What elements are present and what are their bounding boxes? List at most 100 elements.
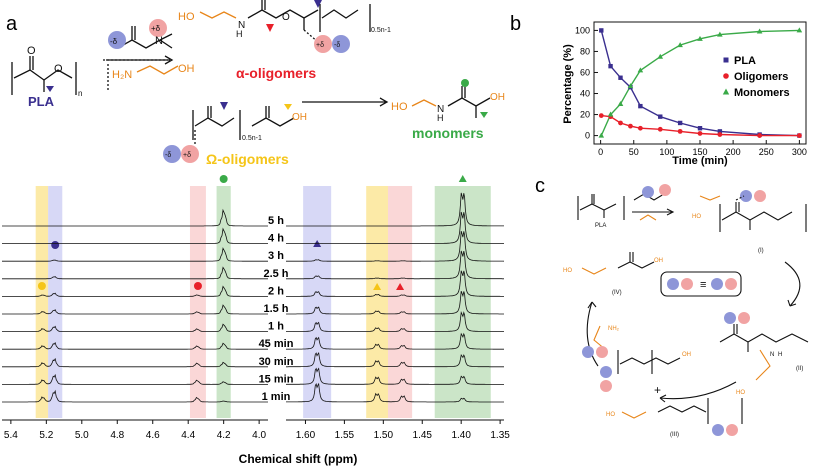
reagent-structure xyxy=(103,19,179,90)
nmr-peak-marker xyxy=(373,283,382,290)
nmr-trace-left xyxy=(2,341,268,350)
kinetics-point-monomers xyxy=(717,31,723,37)
nmr-tick-label: 4.6 xyxy=(146,430,160,441)
c-label-I: (I) xyxy=(758,248,764,254)
alpha-pos-label: +δ xyxy=(316,42,324,49)
reagent-n-label: N xyxy=(155,35,163,47)
nmr-tick-label: 1.60 xyxy=(296,430,316,441)
nmr-time-label: 15 min xyxy=(259,373,294,385)
nmr-peak-marker xyxy=(51,241,60,249)
nmr-tick-label: 4.2 xyxy=(217,430,231,441)
kinetics-ytick-label: 100 xyxy=(575,25,590,35)
kinetics-point-oligomers xyxy=(618,120,623,126)
nmr-trace-right xyxy=(286,351,504,368)
kinetics-point-oligomers xyxy=(598,113,604,119)
c-arrow-I-II xyxy=(784,261,801,307)
nmr-peak-markers xyxy=(37,175,467,290)
nmr-peak-marker xyxy=(458,175,467,182)
kinetics-xtick-label: 0 xyxy=(598,147,603,157)
c-intermediate-II xyxy=(719,312,809,381)
pla-carbonyl-o: O xyxy=(27,45,36,57)
omega-oligomer-structure xyxy=(163,102,295,163)
legend-marker-oligomers xyxy=(723,73,729,79)
kinetics-point-monomers xyxy=(796,27,803,33)
c-intermediate-III xyxy=(600,350,743,436)
legend-marker-pla xyxy=(723,57,729,63)
kinetics-fit-pla xyxy=(600,30,800,137)
kinetics-point-pla xyxy=(599,28,604,33)
c-pla-label: PLA xyxy=(595,223,606,229)
nmr-trace-left xyxy=(2,227,268,244)
nmr-highlight-band xyxy=(189,186,206,418)
nmr-tick-label: 4.8 xyxy=(110,430,124,441)
c-equivalence-box xyxy=(660,271,742,297)
nmr-trace-right xyxy=(286,230,505,262)
nmr-xlabel: Chemical shift (ppm) xyxy=(239,452,358,466)
c-reagent-pos-ion xyxy=(659,184,671,196)
nmr-trace-left xyxy=(2,208,268,227)
alpha-n-label: N xyxy=(238,20,245,31)
kinetics-point-pla xyxy=(717,129,723,134)
c-reagent xyxy=(632,184,675,221)
kinetics-point-monomers xyxy=(607,111,614,117)
kinetics-point-monomers xyxy=(657,53,664,59)
alpha-h-label: H xyxy=(236,29,243,39)
c-equiv-symbol: ≡ xyxy=(700,279,706,291)
legend-label-pla: PLA xyxy=(734,55,756,67)
c-I-neg-ion xyxy=(740,190,752,202)
nmr-trace-right xyxy=(286,291,504,315)
legend-label-monomers: Monomers xyxy=(734,87,790,99)
c-I-ho-label: HO xyxy=(692,214,701,220)
alpha-navy-triangle xyxy=(314,0,322,8)
scheme-c: PLA HO (I) xyxy=(563,184,809,438)
kinetics-point-monomers xyxy=(627,83,634,89)
c-II-n-label: N xyxy=(770,352,774,358)
nmr-trace-right xyxy=(286,211,504,244)
kinetics-point-oligomers xyxy=(757,133,763,138)
nmr-tick-label: 4.0 xyxy=(252,430,266,441)
amine-h2n-label: H₂N xyxy=(112,69,132,81)
omega-navy-triangle xyxy=(220,102,228,110)
kinetics-point-oligomers xyxy=(628,123,633,129)
nmr-trace-left xyxy=(2,247,268,262)
nmr-time-label: 2 h xyxy=(268,285,284,297)
kinetics-point-pla xyxy=(638,103,643,109)
kinetics-point-pla xyxy=(677,120,683,126)
amine-oh-label: OH xyxy=(178,63,195,75)
c-arrow-II-III xyxy=(659,381,737,400)
omega-pos-ion xyxy=(181,145,199,163)
c-box-neg-ion-2 xyxy=(711,278,723,290)
c-arrow-III-IV xyxy=(586,301,599,367)
c-label-II: (II) xyxy=(796,366,803,372)
nmr-trace-right xyxy=(285,367,504,385)
nmr-time-label: 4 h xyxy=(268,233,284,245)
c-IV-oh-label: OH xyxy=(654,258,663,264)
nmr-trace-right xyxy=(286,250,504,280)
nmr-trace-left xyxy=(2,323,268,332)
kinetics-ytick-label: 80 xyxy=(580,46,590,56)
pla-subscript: n xyxy=(78,89,82,98)
omega-neg-ion xyxy=(163,145,181,163)
nmr-time-label: 3 h xyxy=(268,250,284,262)
nmr-tick-label: 5.4 xyxy=(4,430,18,441)
kinetics-point-monomers xyxy=(677,42,683,48)
nmr-tick-label: 1.40 xyxy=(451,430,471,441)
kinetics-fit-monomers xyxy=(600,29,800,136)
legend-marker-monomers xyxy=(722,88,730,95)
nmr-trace-right xyxy=(286,270,504,297)
nmr-time-label: 5 h xyxy=(268,215,284,227)
kinetics-xlabel: Time (min) xyxy=(672,155,728,167)
c-III-oh-label: OH xyxy=(682,352,691,358)
nmr-tick-label: 4.4 xyxy=(181,430,195,441)
reagent-pos-label: +δ xyxy=(151,24,161,33)
nmr-peak-marker xyxy=(219,175,228,183)
kinetics-ytick-label: 40 xyxy=(580,89,590,99)
c-intermediate-I xyxy=(699,190,807,232)
omega-neg-label: -δ xyxy=(165,152,171,159)
reagent-positive-ion xyxy=(149,19,167,37)
c-label-III: (III) xyxy=(670,432,679,438)
scheme-a: O O n PLA -δ +δ N H₂N OH xyxy=(11,0,505,167)
nmr-trace-left xyxy=(2,285,268,297)
